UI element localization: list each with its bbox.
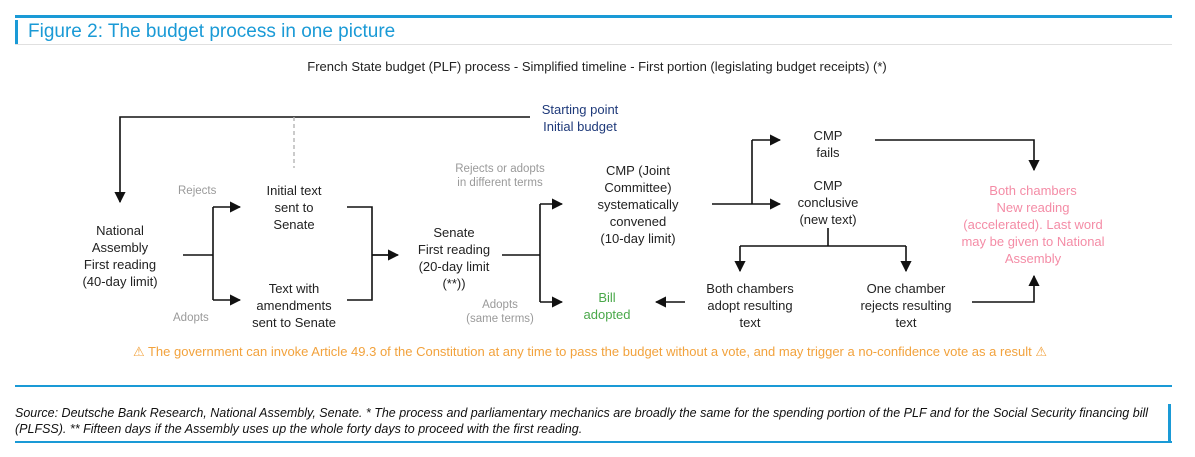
- node-cmp-joint-committee: CMP (Joint Committee) systematically con…: [597, 163, 679, 246]
- title-accent-bar: [15, 20, 18, 45]
- node-bill-adopted: Bill adopted: [583, 290, 631, 322]
- node-cmp-fails: CMP fails: [813, 128, 843, 160]
- edge-bracket-to-senate: [347, 206, 396, 301]
- node-one-chamber-rejects: One chamber rejects resulting text: [860, 281, 952, 330]
- source-accent-bar: [1168, 404, 1171, 442]
- node-start: Starting point Initial budget: [541, 102, 619, 134]
- edge-rejects-to-new-reading: [972, 274, 1040, 303]
- node-text-amendments: Text with amendments sent to Senate: [252, 281, 336, 330]
- source-note: Source: Deutsche Bank Research, National…: [15, 406, 1149, 436]
- edge-assembly-split: [183, 207, 214, 300]
- edge-label-rejects: Rejects: [178, 185, 217, 197]
- node-both-chambers-adopt: Both chambers adopt resulting text: [706, 281, 794, 330]
- edge-start-to-assembly: [114, 116, 530, 204]
- title-divider: [15, 44, 1172, 45]
- diagram-subtitle: French State budget (PLF) process - Simp…: [307, 59, 887, 74]
- edge-fails-to-new-reading: [875, 139, 1040, 172]
- top-rule: [15, 15, 1172, 18]
- source-bottom-rule: [15, 441, 1172, 443]
- node-senate: Senate First reading (20-day limit (**)): [417, 225, 491, 291]
- warning-article-49-3: ⚠ The government can invoke Article 49.3…: [132, 344, 1048, 359]
- node-new-reading: Both chambers New reading (accelerated).…: [961, 183, 1105, 266]
- edge-senate-split: [502, 204, 541, 302]
- edge-label-adopts: Adopts: [173, 312, 209, 324]
- edge-cmp-split: [712, 140, 753, 205]
- node-initial-text: Initial text sent to Senate: [266, 183, 322, 232]
- node-national-assembly: National Assembly First reading (40-day …: [82, 223, 158, 289]
- edge-label-adopts-same: Adopts (same terms): [466, 299, 534, 325]
- bottom-rule: [15, 385, 1172, 387]
- figure-title: Figure 2: The budget process in one pict…: [28, 21, 396, 42]
- edge-label-rejects-or-adopts: Rejects or adopts in different terms: [455, 163, 545, 189]
- node-cmp-conclusive: CMP conclusive (new text): [797, 178, 859, 227]
- edge-conclusive-down: [740, 228, 906, 247]
